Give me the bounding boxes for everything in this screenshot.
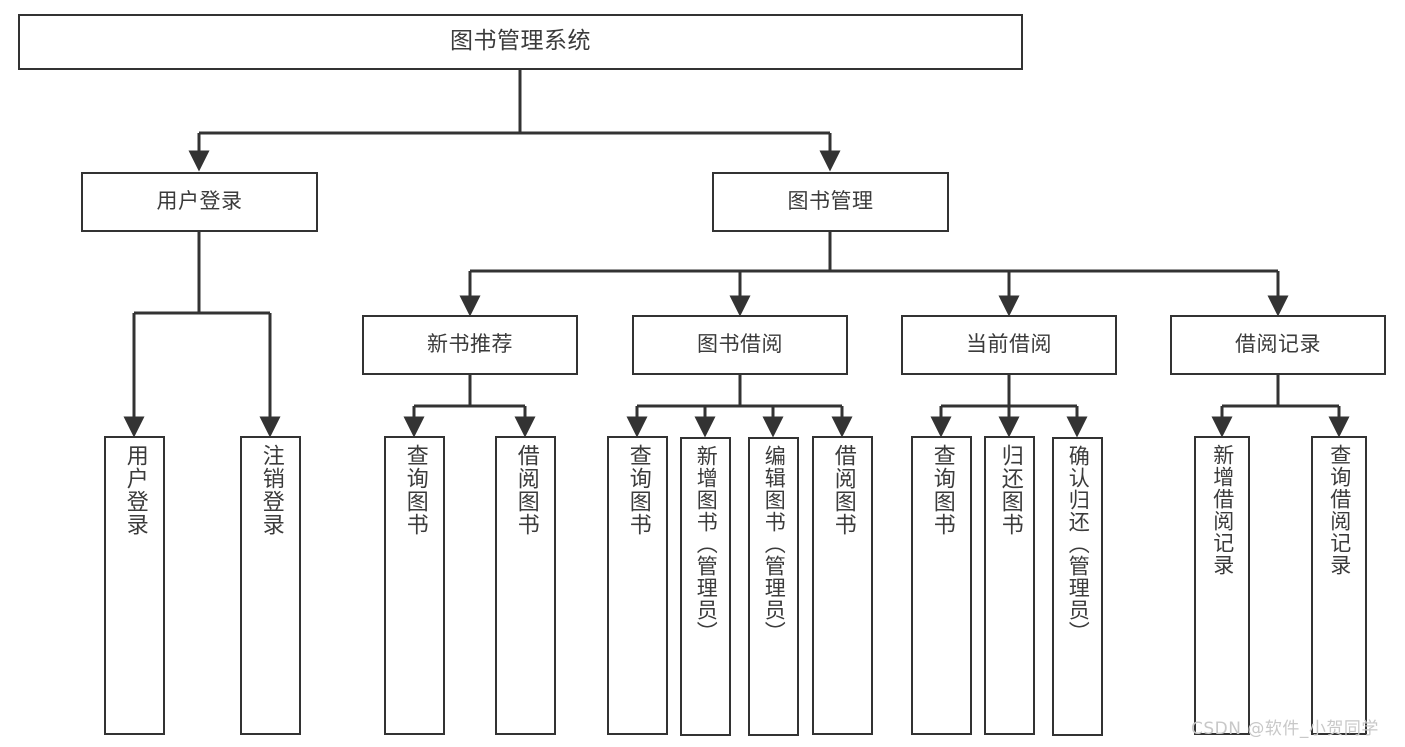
node-label: 用户登录	[122, 444, 148, 536]
node-label: 归还图书	[997, 444, 1023, 536]
node-label: 编辑图书（管理员）	[762, 445, 787, 643]
leaf-book-borrow-add-book-admin[interactable]: 新增图书（管理员）	[680, 437, 731, 736]
node-borrow-record[interactable]: 借阅记录	[1170, 315, 1386, 375]
node-label: 用户登录	[156, 189, 243, 214]
node-user-login[interactable]: 用户登录	[81, 172, 318, 232]
node-label: 新书推荐	[427, 332, 513, 357]
leaf-user-login-logout[interactable]: 注销登录	[240, 436, 301, 735]
leaf-borrow-record-add-record[interactable]: 新增借阅记录	[1194, 436, 1250, 735]
node-root-system[interactable]: 图书管理系统	[18, 14, 1023, 70]
node-label: 注销登录	[258, 444, 284, 536]
node-label: 图书管理	[787, 189, 874, 214]
leaf-current-borrow-return-book[interactable]: 归还图书	[984, 436, 1035, 735]
node-book-management[interactable]: 图书管理	[712, 172, 949, 232]
node-new-book-recommend[interactable]: 新书推荐	[362, 315, 578, 375]
leaf-current-borrow-confirm-return-admin[interactable]: 确认归还（管理员）	[1052, 437, 1103, 736]
node-book-borrow[interactable]: 图书借阅	[632, 315, 848, 375]
node-label: 新增借阅记录	[1210, 444, 1235, 576]
leaf-borrow-record-query-record[interactable]: 查询借阅记录	[1311, 436, 1367, 735]
leaf-new-book-query-book[interactable]: 查询图书	[384, 436, 445, 735]
node-label: 新增图书（管理员）	[694, 445, 719, 643]
node-label: 查询图书	[929, 444, 955, 536]
node-label: 当前借阅	[966, 332, 1052, 357]
node-label: 查询借阅记录	[1327, 444, 1352, 576]
leaf-book-borrow-query-book[interactable]: 查询图书	[607, 436, 668, 735]
node-label: 图书借阅	[697, 332, 783, 357]
node-label: 借阅图书	[830, 444, 856, 536]
node-label: 查询图书	[402, 444, 428, 536]
node-current-borrow[interactable]: 当前借阅	[901, 315, 1117, 375]
node-label: 确认归还（管理员）	[1066, 445, 1091, 643]
csdn-watermark: CSDN @软件_小贺同学	[1191, 719, 1379, 739]
leaf-user-login-login[interactable]: 用户登录	[104, 436, 165, 735]
leaf-current-borrow-query-book[interactable]: 查询图书	[911, 436, 972, 735]
node-label: 图书管理系统	[450, 28, 591, 55]
leaf-new-book-borrow-book[interactable]: 借阅图书	[495, 436, 556, 735]
leaf-book-borrow-borrow-book[interactable]: 借阅图书	[812, 436, 873, 735]
node-label: 借阅图书	[513, 444, 539, 536]
leaf-book-borrow-edit-book-admin[interactable]: 编辑图书（管理员）	[748, 437, 799, 736]
node-label: 借阅记录	[1235, 332, 1321, 357]
node-label: 查询图书	[625, 444, 651, 536]
